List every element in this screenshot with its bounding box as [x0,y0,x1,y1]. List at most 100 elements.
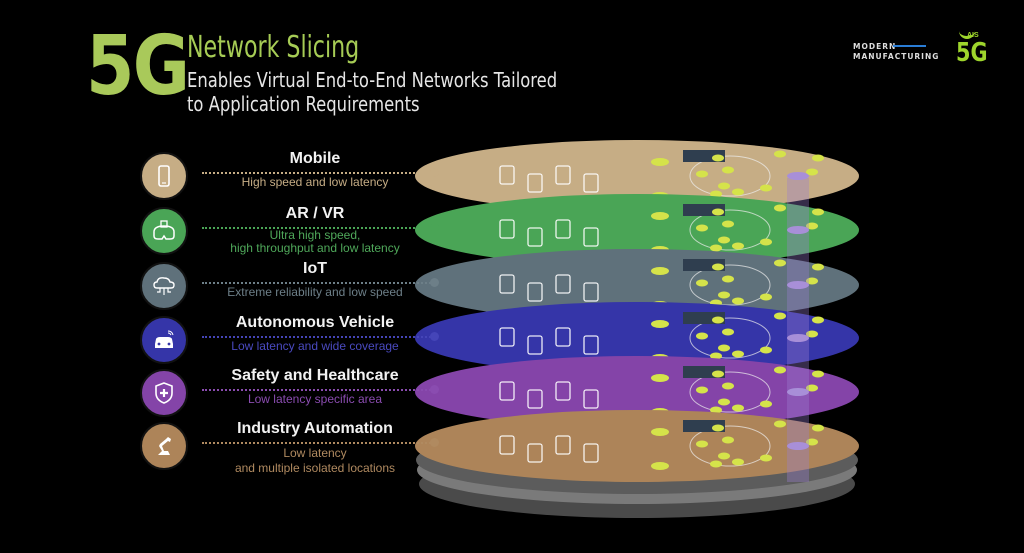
network-node [774,259,786,267]
network-node [712,370,724,378]
cloud-network-icon [153,277,175,295]
connector-line [202,227,434,229]
network-node [722,436,734,444]
pillar-cap [787,281,809,289]
slice-app-icon [527,335,543,355]
network-node [651,320,669,328]
slice-name: Safety and Healthcare [231,367,399,384]
network-node [712,154,724,162]
network-node [732,188,744,196]
network-node [710,406,722,414]
description-line: Low latency specific area [247,392,383,406]
slice-app-icon [527,227,543,247]
network-node [732,350,744,358]
network-node [774,204,786,212]
slice-name: AR / VR [285,205,345,222]
slice-icon-circle [140,152,188,200]
network-node [712,208,724,216]
network-ring [689,209,771,251]
slice-disc [415,194,859,266]
network-node [718,236,730,244]
ais-5g-label: 5G [956,38,988,68]
logo-line-2: MANUFACTURING [853,52,940,61]
connected-car-icon [155,330,174,348]
ais-label: AIS [967,32,979,39]
slice-disc [415,249,859,321]
network-node [812,154,824,162]
network-node [718,182,730,190]
slice-icon-circle [140,316,188,364]
network-node [712,263,724,271]
slice-app-icon [527,282,543,302]
slice-row-ar-vr: AR / VR Ultra high speed, high throughpu… [140,205,439,255]
network-node [760,184,772,192]
network-node [712,316,724,324]
slice-row-safety-healthcare: Safety and Healthcare Low latency specif… [140,367,439,417]
slice-description: Low latency and wide coverage [200,339,430,353]
connector-line [202,442,434,444]
subtitle-line-2: to Application Requirements [187,92,420,116]
pillar-cap [787,334,809,342]
network-node [710,244,722,252]
vr-headset-icon [153,220,175,240]
connector-line [202,389,434,391]
slice-icon-circle [140,422,188,470]
network-node [651,267,669,275]
robot-arm-icon [158,437,171,455]
network-node [722,166,734,174]
slice-icon-circle [140,207,188,255]
description-line: High speed and low latency [241,175,389,189]
network-node [774,312,786,320]
medical-shield-icon [155,382,173,404]
pillar-cap [787,172,809,180]
slice-app-icon [555,327,571,347]
slice-name: Industry Automation [237,420,393,437]
slice-disc [415,410,859,482]
page-subtitle: Enables Virtual End-to-End Networks Tail… [187,68,557,116]
5g-heading: 5G [86,19,190,114]
slice-description: Ultra high speed, high throughput and lo… [200,229,430,255]
slice-app-icon [555,274,571,294]
connector-dot [430,385,439,394]
pillar-cap [787,388,809,396]
network-node [651,212,669,220]
network-node [774,366,786,374]
slice-app-icon [499,435,515,455]
slice-app-icon [499,219,515,239]
network-node [760,346,772,354]
logo-divider [893,45,926,47]
slice-app-icon [583,443,599,463]
smartphone-icon [158,165,170,187]
connector-line [202,172,434,174]
subtitle-line-1: Enables Virtual End-to-End Networks Tail… [187,68,558,92]
ais-swoosh-icon [959,30,975,39]
pillar-cap [787,442,809,450]
connector-line [202,336,434,338]
network-node [710,190,722,198]
network-node [806,330,818,338]
ais-5g-logo: AIS 5G [955,28,995,70]
slice-icon-circle [140,369,188,417]
connector-dot [430,278,439,287]
slice-app-icon [583,335,599,355]
slice-description: High speed and low latency [200,175,430,189]
connector-dot [430,168,439,177]
network-node [774,150,786,158]
slice-app-icon [555,435,571,455]
network-node [806,168,818,176]
connector-dot [430,223,439,232]
page-title: Network Slicing [187,30,360,65]
slice-app-icon [499,165,515,185]
network-node [732,297,744,305]
slice-app-icon [583,227,599,247]
slice-row-mobile: Mobile High speed and low latency [140,150,439,200]
network-node [732,242,744,250]
network-node [651,462,669,470]
slice-app-icon [583,173,599,193]
network-node [812,208,824,216]
transport-pillar [787,178,809,482]
slice-app-icon [527,389,543,409]
network-node [812,316,824,324]
slice-app-icon [499,381,515,401]
slice-app-icon [555,219,571,239]
